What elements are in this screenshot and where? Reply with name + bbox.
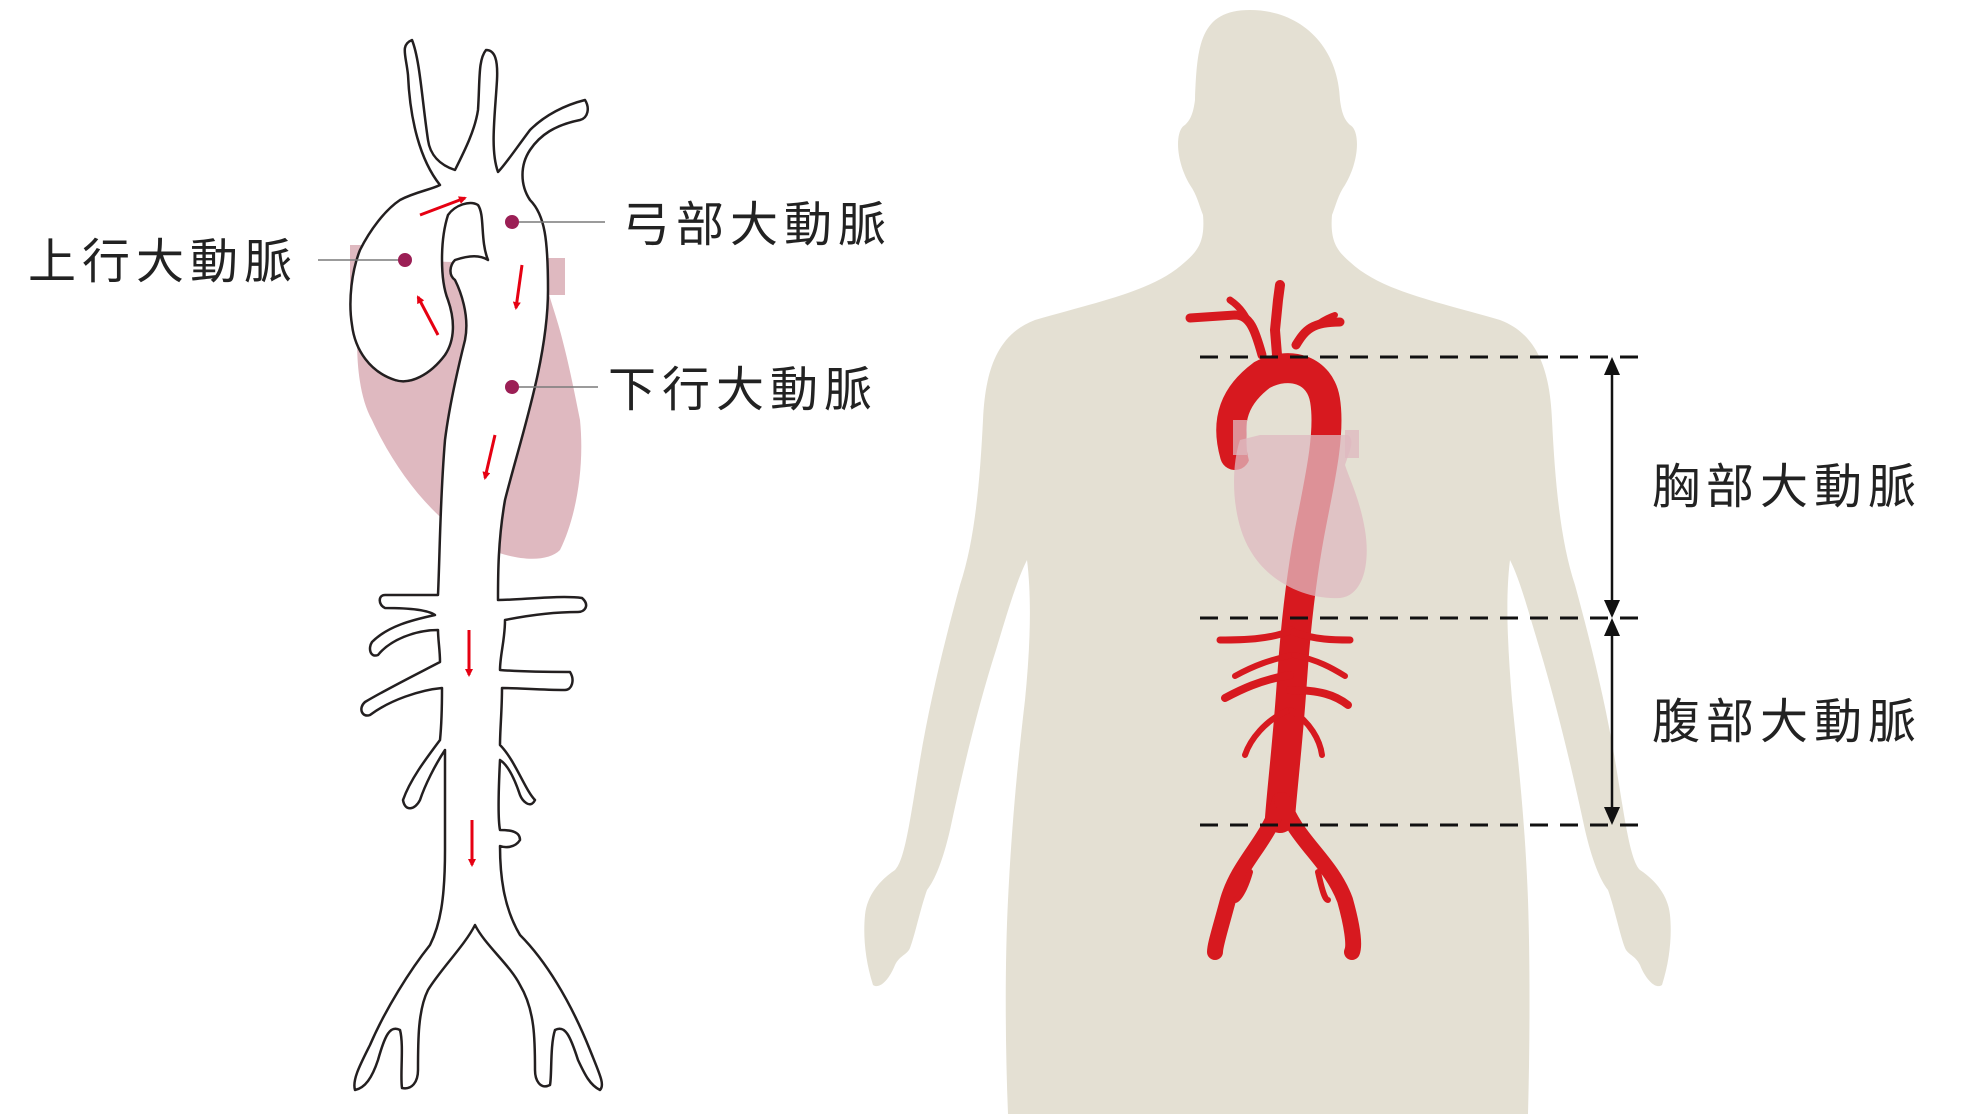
right-body-figure: 胸部大動脈 腹部大動脈 [864,10,1922,1114]
label-leaders [318,215,605,394]
dot-marker-icon [505,215,519,229]
label-arch-aorta: 弓部大動脈 [622,197,892,253]
heart-overlay [1234,435,1367,599]
red-arrow-icon [482,434,497,480]
dashed-guides [1200,355,1650,827]
left-aorta-figure: 上行大動脈 弓部大動脈 下行大動脈 [28,38,892,1092]
dot-marker-icon [398,253,412,267]
dot-marker-icon [505,380,519,394]
red-arrow-icon [512,264,524,310]
label-abdominal-aorta: 腹部大動脈 [1652,694,1922,750]
label-thoracic-aorta: 胸部大動脈 [1652,459,1922,515]
red-arrow-icon [419,196,467,217]
aorta-outline [349,38,604,1092]
label-ascending-aorta: 上行大動脈 [28,234,298,290]
flow-arrows [416,196,524,867]
label-descending-aorta: 下行大動脈 [608,362,878,418]
red-arrow-icon [416,295,440,336]
